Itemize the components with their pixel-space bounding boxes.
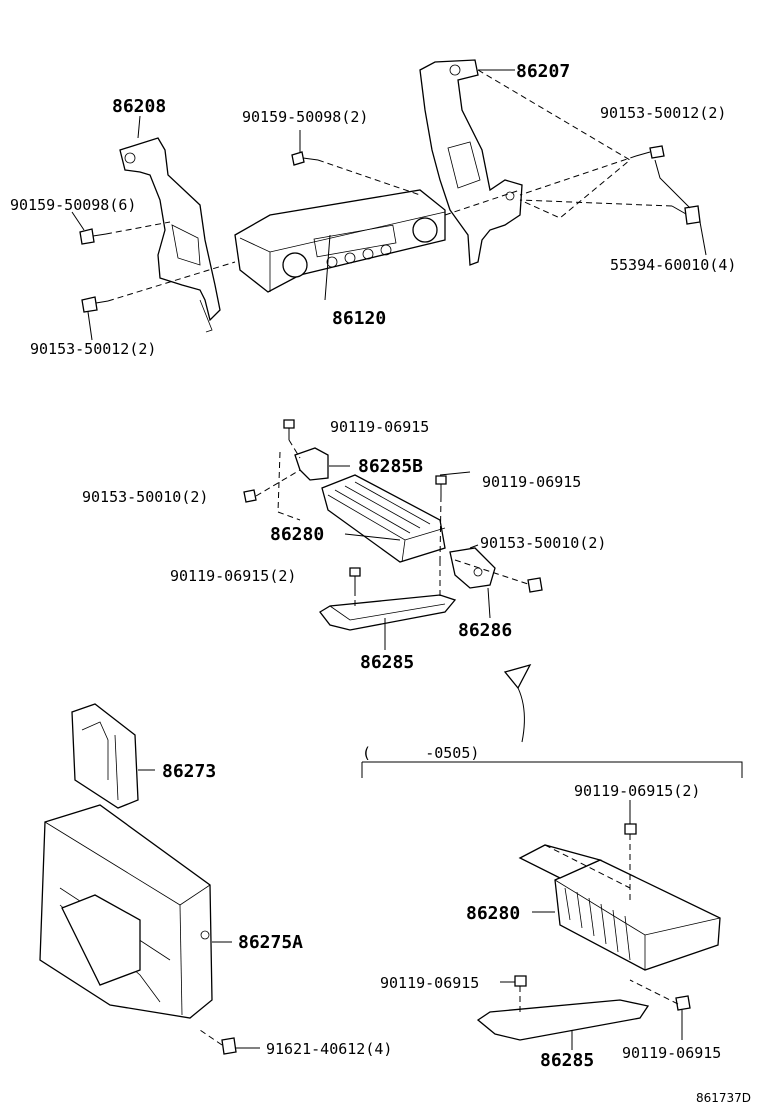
label-90159-50098-2: 90159-50098(2) [242,108,368,126]
bolt-90153-50010-r [527,577,543,593]
label-86285-mid: 86285 [360,652,414,673]
bolt-90119-d [629,979,691,1011]
bolt-55394-60010 [671,205,701,225]
label-86275a: 86275A [238,932,303,953]
label-90159-50098-6: 90159-50098(6) [10,196,136,214]
label-86285-lower: 86285 [540,1050,594,1071]
label-86280-mid: 86280 [270,524,324,545]
bolt-91621 [199,1029,237,1055]
right-bracket-86207 [419,59,523,266]
label-90119-06915-2-mid: 90119-06915(2) [170,567,296,585]
bolt-90153-50012-bottomleft [81,296,109,313]
label-86285b: 86285B [358,456,423,477]
label-90153-50010-2-right: 90153-50010(2) [480,534,606,552]
label-90119-06915-b: 90119-06915 [482,473,581,491]
label-90153-50010-2-left: 90153-50010(2) [82,488,208,506]
bolt-90153-50012-topright [635,145,665,159]
cover-86273 [71,703,139,809]
bracket-86285b [294,447,329,481]
label-90119-06915-c: 90119-06915 [380,974,479,992]
bolt-90119-2-lower [624,823,637,900]
reference-code: 861737D [696,1091,751,1105]
label-55394-60010-4: 55394-60010(4) [610,256,736,274]
range-bracket [361,761,743,778]
label-86208: 86208 [112,96,166,117]
bolt-90119-a [283,419,295,440]
label-90153-50012-2-bottom: 90153-50012(2) [30,340,156,358]
bracket-86286 [449,547,496,589]
label-86286: 86286 [458,620,512,641]
label-range-note: ( -0505) [362,744,479,762]
amplifier-86280-mid [321,474,446,563]
label-90119-06915-d: 90119-06915 [622,1044,721,1062]
bolt-90159-50098-top [291,151,319,166]
label-91621-40612-4: 91621-40612(4) [266,1040,392,1058]
label-86273: 86273 [162,761,216,782]
label-86280-lower: 86280 [466,903,520,924]
ecu-86275a [39,804,213,1019]
label-90153-50012-2-top: 90153-50012(2) [600,104,726,122]
label-90119-06915-2-lower: 90119-06915(2) [574,782,700,800]
label-86120: 86120 [332,308,386,329]
amplifier-86280-lower [518,844,721,971]
left-bracket-86208 [119,115,221,333]
label-90119-06915-a: 90119-06915 [330,418,429,436]
curved-arrow [503,663,532,743]
label-86207: 86207 [516,61,570,82]
bolt-90159-50098-left [79,228,107,245]
bolt-90119-b [435,475,447,496]
bolt-90119-c [514,975,527,1015]
bracket-86285-mid [319,594,457,631]
radio-control-unit-86120 [234,189,446,301]
bolt-90119-2-mid [349,567,361,590]
bolt-90153-50010-l [243,489,257,503]
bracket-86285-lower [476,999,650,1041]
